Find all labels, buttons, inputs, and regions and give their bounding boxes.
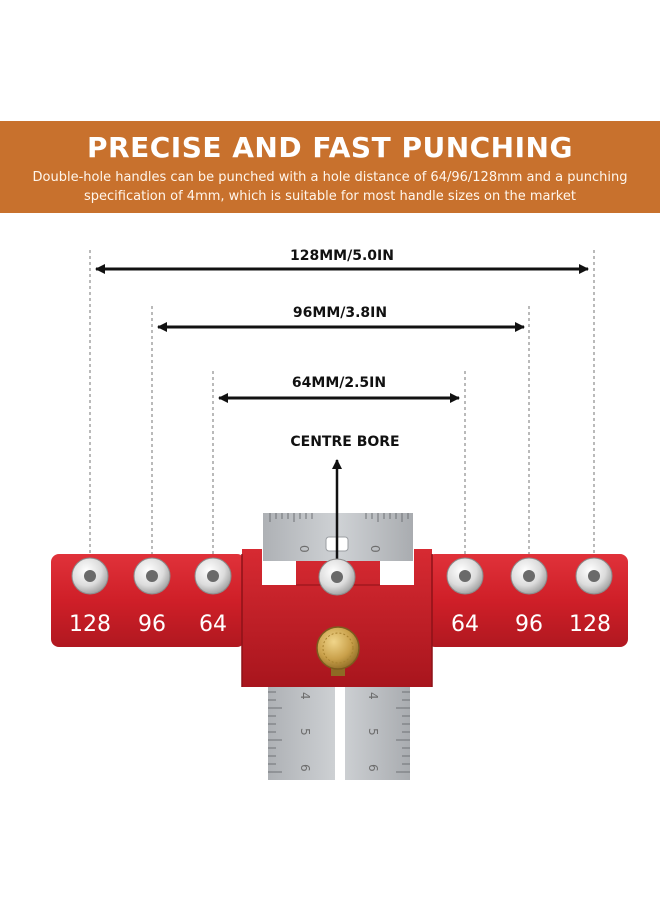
ruler-tick-label: 5 — [298, 728, 312, 736]
hole-label-right-64: 64 — [451, 612, 479, 637]
banner-subtitle: Double-hole handles can be punched with … — [20, 168, 640, 206]
bushing-right-96-icon — [510, 557, 548, 595]
ruler-tick-label: 6 — [366, 764, 380, 772]
guide-lines — [89, 250, 595, 560]
bushing-left-128-icon — [71, 557, 109, 595]
ruler-tick-label: 5 — [366, 728, 380, 736]
hole-label-left-96: 96 — [138, 612, 166, 637]
banner-subtitle-line-1: Double-hole handles can be punched with … — [32, 170, 628, 185]
dimension-label-128: 128MM/5.0IN — [290, 248, 394, 264]
hole-labels: 128 96 64 64 96 128 — [69, 612, 611, 637]
bushing-centre-icon — [318, 558, 356, 596]
banner-subtitle-line-2: specification of 4mm, which is suitable … — [84, 189, 576, 204]
drill-bushings — [71, 557, 613, 596]
dimension-label-64: 64MM/2.5IN — [292, 375, 386, 391]
ruler-tick-label: 4 — [366, 692, 380, 700]
bushing-left-96-icon — [133, 557, 171, 595]
dimension-128: 128MM/5.0IN — [95, 248, 589, 274]
header-banner: PRECISE AND FAST PUNCHING Double-hole ha… — [0, 121, 660, 213]
ruler-tick-label: 6 — [298, 764, 312, 772]
centre-bore-callout: CENTRE BORE — [290, 434, 400, 575]
ruler-tick-label: 0 — [368, 545, 382, 553]
bushing-right-128-icon — [575, 557, 613, 595]
bushing-left-64-icon — [194, 557, 232, 595]
dimension-64: 64MM/2.5IN — [218, 375, 460, 403]
jig-center-block — [242, 549, 432, 687]
ruler-tick-label: 4 — [298, 692, 312, 700]
hole-label-right-96: 96 — [515, 612, 543, 637]
banner-title: PRECISE AND FAST PUNCHING — [87, 131, 573, 164]
hole-label-left-128: 128 — [69, 612, 111, 637]
ruler-tick-label: 0 — [297, 545, 311, 553]
dimension-label-96: 96MM/3.8IN — [293, 305, 387, 321]
brass-knob-icon — [316, 626, 360, 676]
centre-bore-label: CENTRE BORE — [290, 434, 399, 450]
hole-label-right-128: 128 — [569, 612, 611, 637]
dimension-96: 96MM/3.8IN — [157, 305, 525, 332]
bushing-right-64-icon — [446, 557, 484, 595]
hole-label-left-64: 64 — [199, 612, 227, 637]
